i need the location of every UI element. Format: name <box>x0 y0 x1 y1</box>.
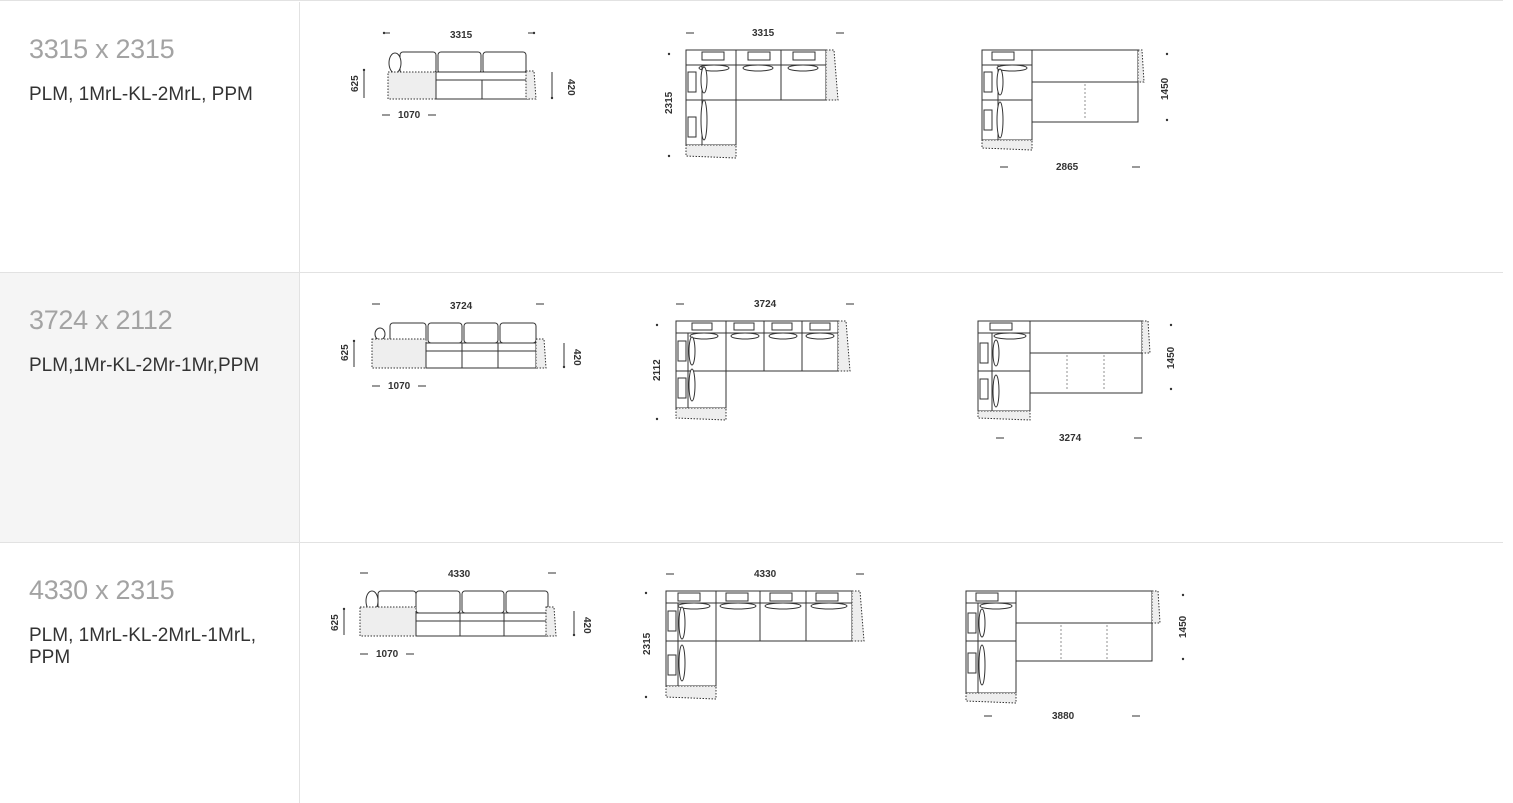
side-height-right: 420 <box>565 79 576 96</box>
row-label-cell: 3315 x 2315 PLM, 1MrL-KL-2MrL, PPM <box>0 2 300 272</box>
bed-width-dimension: 3880 <box>1052 711 1075 722</box>
side-height-right: 420 <box>571 349 582 366</box>
row-label-cell: 4330 x 2315 PLM, 1MrL-KL-2MrL-1MrL, PPM <box>0 543 300 803</box>
side-height-left: 625 <box>350 75 361 92</box>
module-configuration: PLM, 1MrL-KL-2MrL-1MrL, PPM <box>29 625 256 668</box>
bed-depth-dimension: 1450 <box>1160 77 1171 100</box>
plan-view-diagram: 3724 2112 <box>652 299 854 421</box>
side-width-dimension: 4330 <box>448 569 471 580</box>
side-height-left: 625 <box>340 344 351 361</box>
module-configuration: PLM,1Mr-KL-2Mr-1Mr,PPM <box>29 355 260 376</box>
side-view-diagram: 3315 625 420 1070 <box>350 30 576 121</box>
side-view-diagram: 4330 625 420 1070 <box>330 569 592 660</box>
size-row-1: 3315 x 2315 PLM, 1MrL-KL-2MrL, PPM 3315 … <box>0 2 1503 272</box>
side-height-left: 625 <box>330 614 341 631</box>
plan-view-diagram: 3315 2315 <box>664 28 844 159</box>
plan-width-dimension: 3315 <box>752 28 775 39</box>
bed-extended-diagram: 1450 3880 <box>965 590 1189 722</box>
size-title: 4330 x 2315 <box>29 575 175 605</box>
plan-width-dimension: 4330 <box>754 569 777 580</box>
size-row-3: 4330 x 2315 PLM, 1MrL-KL-2MrL-1MrL, PPM … <box>0 542 1503 803</box>
size-title: 3724 x 2112 <box>29 305 173 335</box>
size-row-2: 3724 x 2112 PLM,1Mr-KL-2Mr-1Mr,PPM 3724 … <box>0 272 1503 543</box>
side-width-dimension: 3724 <box>450 301 473 312</box>
plan-depth-dimension: 2112 <box>652 359 663 381</box>
plan-view-diagram: 4330 2315 <box>642 569 865 700</box>
side-depth-dimension: 1070 <box>376 649 399 660</box>
plan-depth-dimension: 2315 <box>664 91 675 114</box>
bed-depth-dimension: 1450 <box>1166 346 1177 369</box>
row-label-cell: 3724 x 2112 PLM,1Mr-KL-2Mr-1Mr,PPM <box>0 273 300 543</box>
module-configuration: PLM, 1MrL-KL-2MrL, PPM <box>29 84 253 105</box>
size-title: 3315 x 2315 <box>29 34 175 64</box>
plan-depth-dimension: 2315 <box>642 632 653 655</box>
side-height-right: 420 <box>581 617 592 634</box>
side-view-diagram: 3724 625 420 1070 <box>340 301 582 392</box>
plan-width-dimension: 3724 <box>754 299 777 310</box>
side-depth-dimension: 1070 <box>398 110 421 121</box>
side-depth-dimension: 1070 <box>388 381 411 392</box>
bed-extended-diagram: 1450 2865 <box>981 49 1171 173</box>
bed-width-dimension: 3274 <box>1059 433 1082 444</box>
bed-depth-dimension: 1450 <box>1178 615 1189 638</box>
bed-width-dimension: 2865 <box>1056 162 1079 173</box>
side-width-dimension: 3315 <box>450 30 473 41</box>
top-divider <box>0 0 1503 3</box>
bed-extended-diagram: 1450 3274 <box>977 320 1177 444</box>
